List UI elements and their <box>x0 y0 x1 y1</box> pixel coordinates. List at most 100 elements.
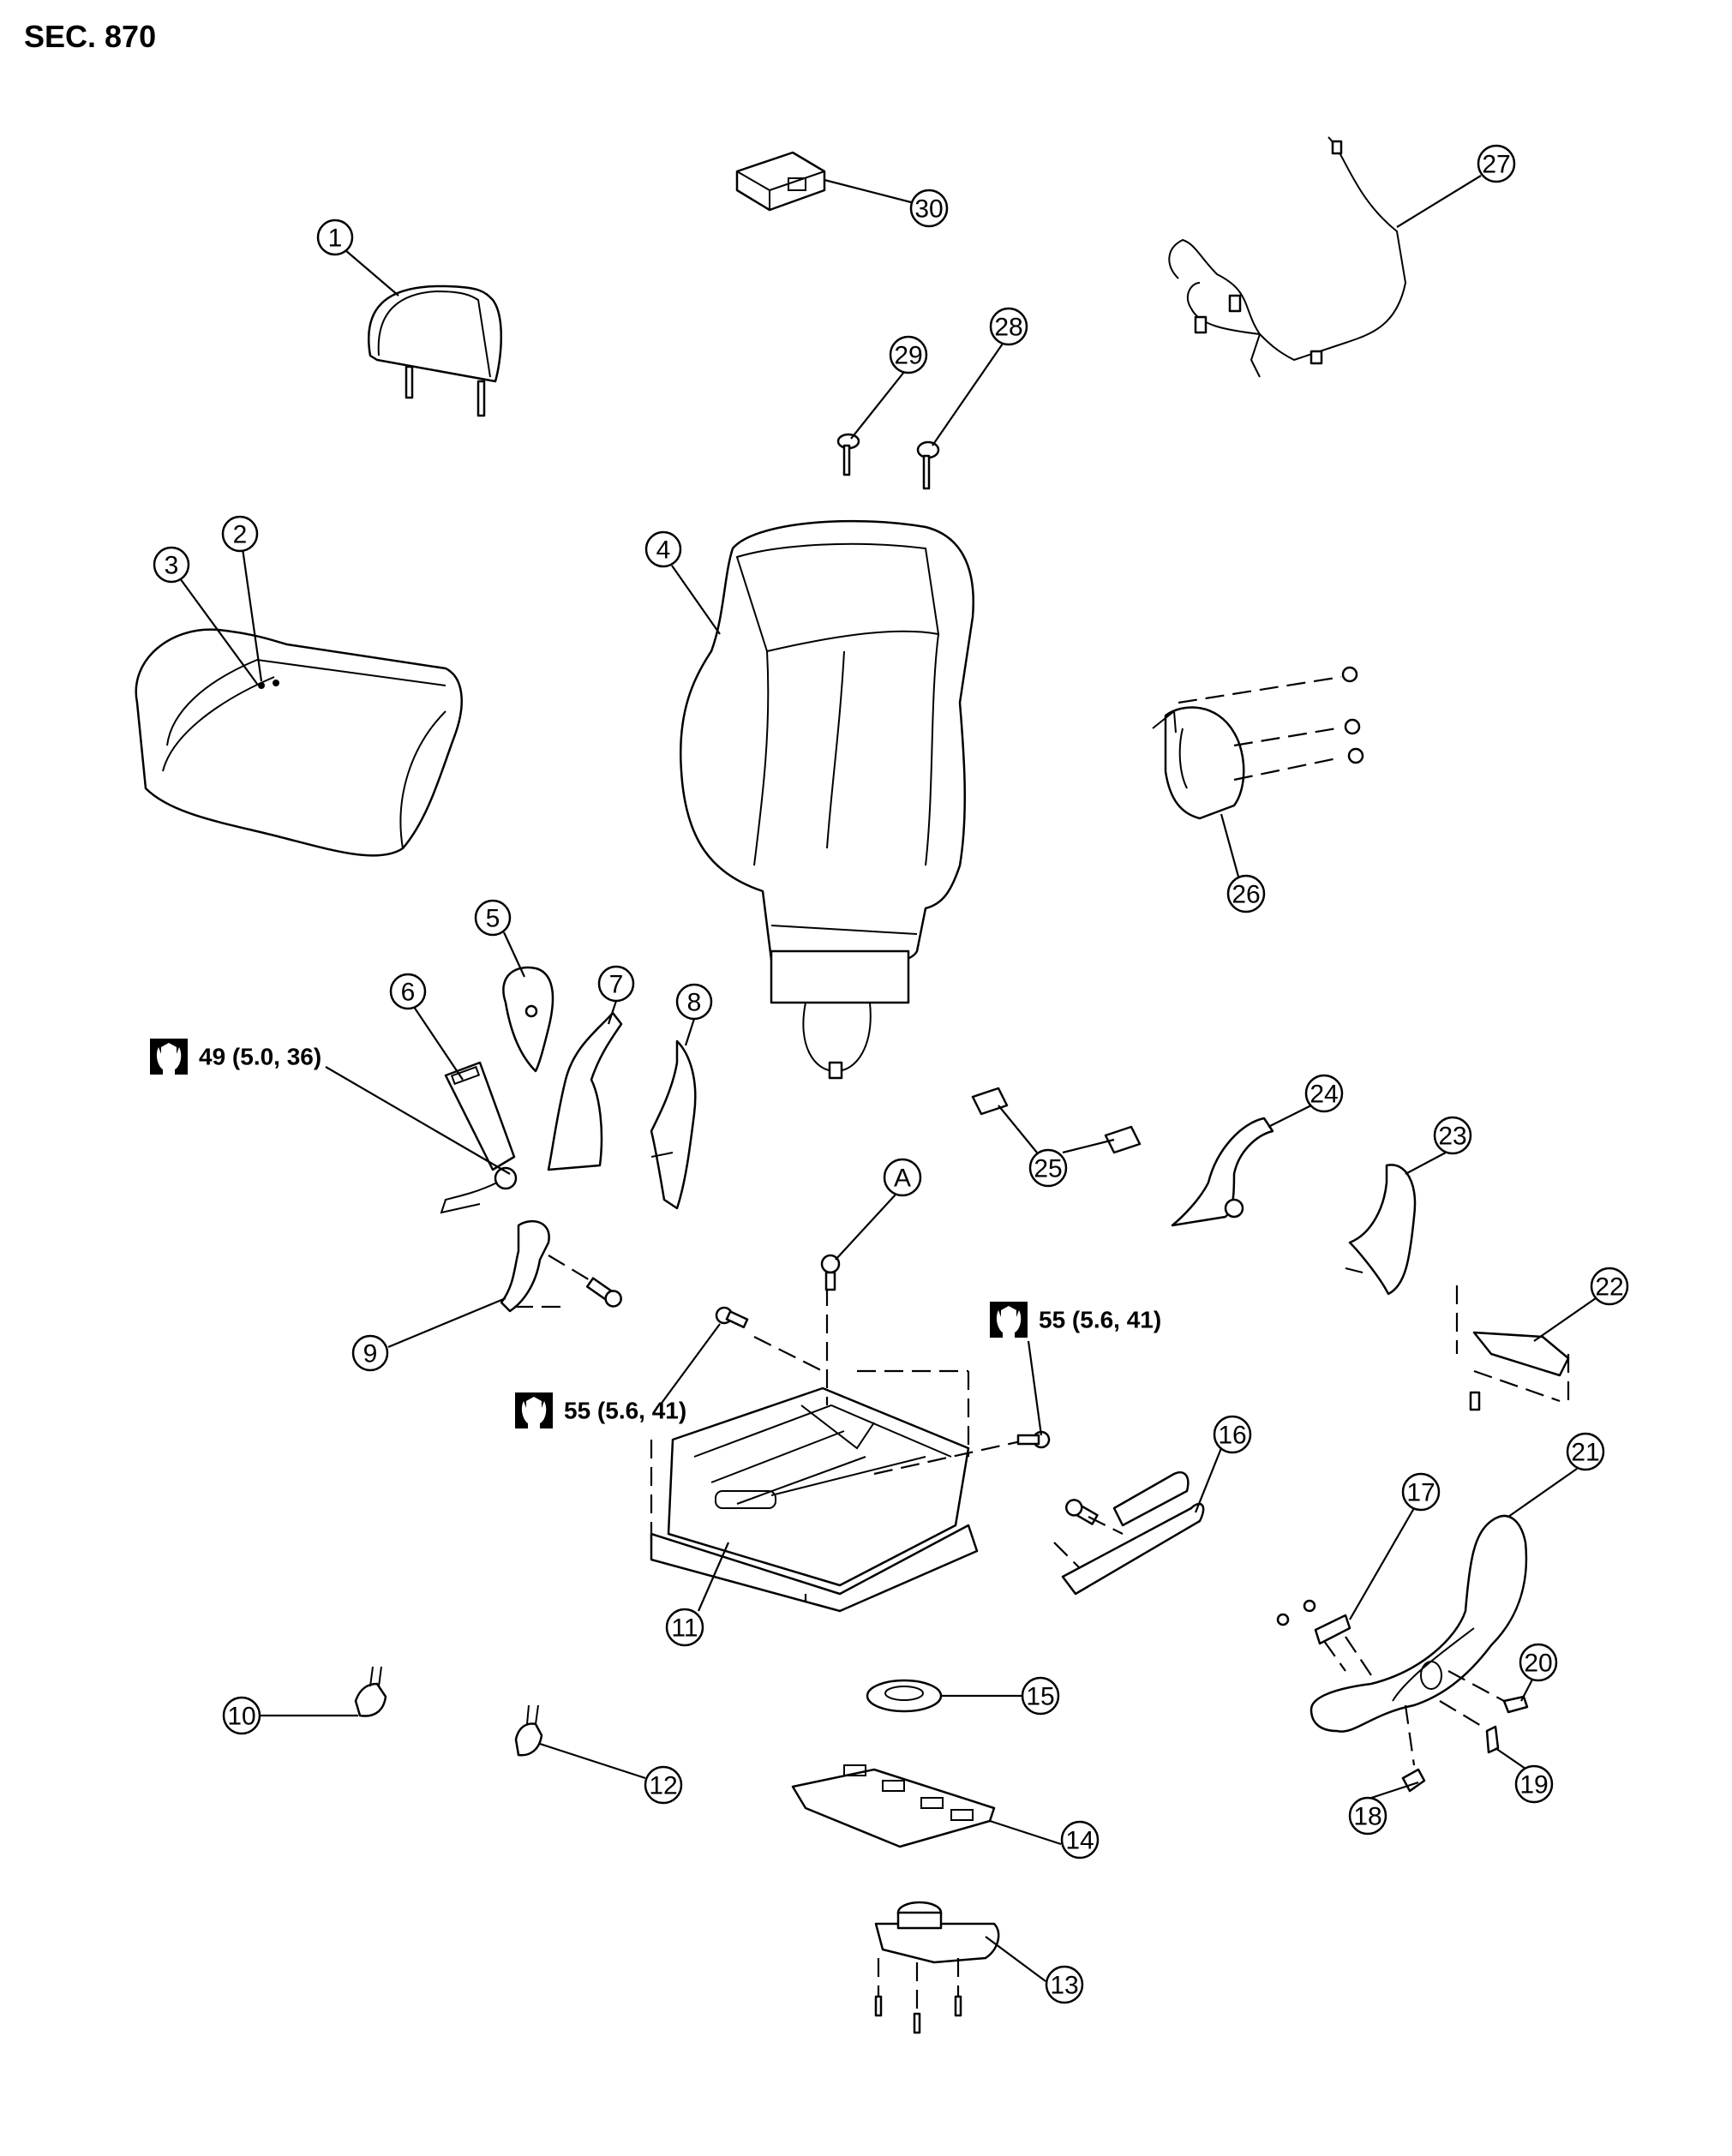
torque-wrench-icon <box>150 1039 188 1075</box>
part-motor <box>874 1901 1000 2034</box>
leader-lines <box>179 175 1597 1982</box>
part-bolt-left <box>715 1306 749 1329</box>
part-clip-10 <box>354 1666 387 1717</box>
part-knob-18 <box>1401 1704 1426 1793</box>
svg-text:30: 30 <box>914 195 943 224</box>
callout-5: 5 <box>474 899 512 937</box>
svg-text:14: 14 <box>1065 1827 1094 1855</box>
part-bracket-9 <box>500 1219 622 1313</box>
callout-8: 8 <box>675 983 713 1021</box>
part-bolt-a <box>820 1254 841 1291</box>
svg-text:21: 21 <box>1571 1439 1599 1467</box>
svg-text:6: 6 <box>401 979 416 1007</box>
part-module-22 <box>1455 1285 1570 1411</box>
svg-text:9: 9 <box>363 1340 378 1368</box>
section-label: SEC. 870 <box>24 19 157 54</box>
callout-30: 30 <box>909 189 949 228</box>
callout-15: 15 <box>1021 1676 1060 1716</box>
callout-19: 19 <box>1514 1764 1554 1804</box>
svg-text:17: 17 <box>1406 1479 1435 1507</box>
callout-18: 18 <box>1348 1796 1387 1836</box>
part-recliner <box>1152 666 1364 820</box>
callout-7: 7 <box>597 965 635 1003</box>
part-seat-cushion <box>135 628 463 857</box>
svg-text:15: 15 <box>1026 1683 1054 1711</box>
callout-27: 27 <box>1477 144 1516 183</box>
svg-text:12: 12 <box>649 1772 677 1800</box>
torque-wrench-icon <box>515 1392 553 1428</box>
callout-6: 6 <box>389 973 427 1010</box>
svg-text:29: 29 <box>894 342 922 370</box>
callout-4: 4 <box>644 530 682 568</box>
part-harness <box>1168 136 1407 378</box>
callout-A: A <box>883 1158 922 1197</box>
part-pin-29 <box>836 433 860 476</box>
svg-text:7: 7 <box>609 971 624 999</box>
callout-23: 23 <box>1433 1116 1472 1155</box>
svg-text:8: 8 <box>687 989 702 1017</box>
svg-text:A: A <box>894 1165 911 1193</box>
torque-value: 49 (5.0, 36) <box>199 1044 321 1070</box>
svg-text:1: 1 <box>328 225 343 253</box>
part-seat-frame <box>650 1260 1029 1613</box>
callout-16: 16 <box>1213 1415 1252 1454</box>
svg-text:16: 16 <box>1218 1422 1246 1450</box>
callout-25: 25 <box>1028 1148 1068 1188</box>
svg-text:22: 22 <box>1595 1273 1623 1302</box>
callout-20: 20 <box>1519 1643 1558 1682</box>
svg-text:23: 23 <box>1438 1123 1466 1151</box>
part-headrest <box>368 284 502 417</box>
svg-text:18: 18 <box>1353 1803 1381 1831</box>
callout-26: 26 <box>1226 874 1266 913</box>
part-grommet <box>866 1679 943 1713</box>
svg-text:24: 24 <box>1309 1081 1338 1109</box>
part-side-cover <box>1309 1514 1528 1733</box>
svg-text:11: 11 <box>671 1614 698 1643</box>
part-clips-25 <box>971 1087 1142 1154</box>
svg-text:27: 27 <box>1482 151 1510 179</box>
callout-14: 14 <box>1060 1820 1100 1860</box>
svg-text:3: 3 <box>165 552 179 580</box>
callout-22: 22 <box>1590 1267 1629 1306</box>
svg-text:25: 25 <box>1034 1155 1062 1183</box>
part-inner-cover <box>547 1011 623 1171</box>
part-trim-24 <box>1171 1117 1274 1227</box>
callout-3: 3 <box>153 546 190 584</box>
part-control-box <box>735 151 826 212</box>
svg-text:4: 4 <box>656 536 671 565</box>
callout-1: 1 <box>316 219 354 256</box>
svg-text:5: 5 <box>486 905 500 933</box>
callout-28: 28 <box>989 307 1028 346</box>
svg-text:10: 10 <box>227 1703 255 1731</box>
part-knob-19 <box>1439 1700 1500 1754</box>
svg-text:20: 20 <box>1524 1650 1552 1678</box>
part-bolt-right <box>1016 1430 1051 1449</box>
callout-9: 9 <box>351 1334 389 1372</box>
callout-29: 29 <box>889 335 928 374</box>
part-control-unit <box>791 1764 996 1848</box>
torque-value: 55 (5.6, 41) <box>564 1398 686 1424</box>
svg-text:2: 2 <box>233 521 248 549</box>
torque-wrench-icon <box>990 1302 1028 1338</box>
part-finisher-16 <box>1053 1470 1205 1596</box>
svg-text:28: 28 <box>994 314 1022 342</box>
part-bracket-8 <box>650 1039 697 1210</box>
callout-13: 13 <box>1045 1965 1084 2004</box>
part-knob-20 <box>1447 1670 1529 1714</box>
callout-24: 24 <box>1304 1074 1344 1113</box>
svg-text:13: 13 <box>1050 1972 1078 2000</box>
part-bracket-17 <box>1276 1599 1372 1676</box>
torque-spec-1: 49 (5.0, 36) <box>150 1039 321 1075</box>
callout-21: 21 <box>1566 1432 1605 1471</box>
torque-value: 55 (5.6, 41) <box>1039 1307 1161 1333</box>
part-cover-5 <box>502 966 554 1073</box>
part-seatback <box>680 519 974 1080</box>
callout-11: 11 <box>665 1608 704 1647</box>
part-trim-23 <box>1345 1164 1417 1296</box>
svg-text:26: 26 <box>1232 881 1260 909</box>
callout-12: 12 <box>644 1765 683 1805</box>
svg-text:19: 19 <box>1519 1771 1548 1800</box>
torque-spec-3: 55 (5.6, 41) <box>990 1302 1161 1338</box>
torque-spec-2: 55 (5.6, 41) <box>515 1392 686 1428</box>
